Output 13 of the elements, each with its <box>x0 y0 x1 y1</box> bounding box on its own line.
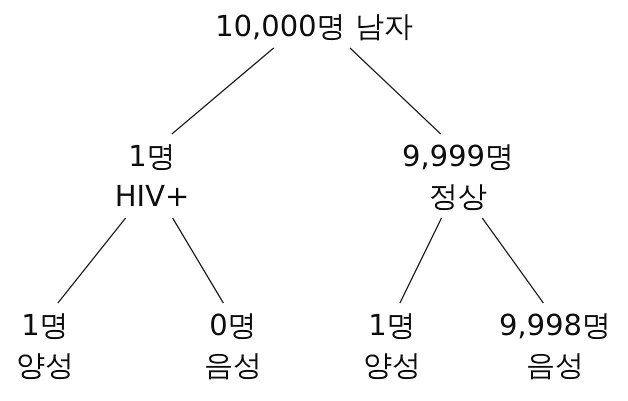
node-label: 0명 음성 <box>193 305 273 385</box>
tree-line <box>399 218 442 304</box>
tree-line <box>172 218 224 304</box>
tree-line <box>482 218 544 304</box>
node-label: 1명 HIV+ <box>104 136 200 216</box>
node-label: 10,000명 남자 <box>184 6 444 46</box>
node-label: 1명 양성 <box>5 305 85 385</box>
node-label: 9,999명 정상 <box>383 136 533 216</box>
tree-line <box>350 48 442 134</box>
tree-line <box>171 48 274 134</box>
node-label: 9,998명 음성 <box>485 305 625 385</box>
tree-line <box>57 218 126 304</box>
node-label: 1명 양성 <box>352 305 432 385</box>
